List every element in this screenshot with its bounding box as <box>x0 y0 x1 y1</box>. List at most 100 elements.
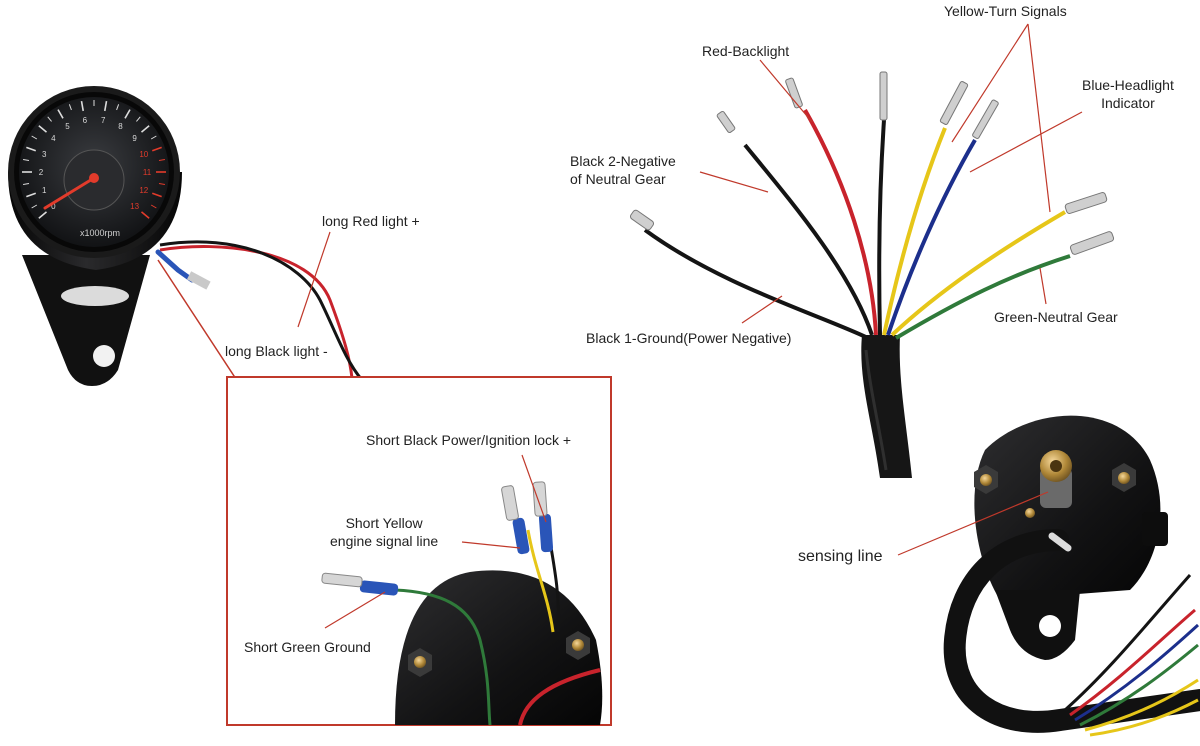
gauge-unit-text: x1000rpm <box>80 228 120 238</box>
wire-black1 <box>643 228 869 340</box>
rear-wire-yellow2 <box>1089 698 1199 737</box>
gauge-rear-view <box>897 415 1200 737</box>
leader-short-green <box>324 591 386 629</box>
label-long-black: long Black light - <box>225 343 328 359</box>
gauge-tick <box>140 125 150 133</box>
gauge-number: 9 <box>132 134 137 143</box>
inner-red-wire <box>518 668 601 726</box>
gauge-number: 2 <box>39 168 44 177</box>
gauge-tick <box>23 159 30 162</box>
sheath-highlight <box>864 349 888 471</box>
term-blue <box>972 99 999 139</box>
cable-clip <box>1048 532 1072 552</box>
gauge-number: 12 <box>139 186 148 195</box>
rear-bracket <box>995 590 1080 660</box>
term-yellow1 <box>939 81 969 125</box>
green-terminal <box>321 572 363 588</box>
gauge-number: 8 <box>118 122 123 131</box>
short-connector <box>155 249 195 283</box>
rear-bolt-small <box>1025 508 1035 518</box>
gauge-tick <box>158 182 165 185</box>
label-red-backlight: Red-Backlight <box>702 43 790 59</box>
gauge-number: 11 <box>143 168 152 177</box>
rear-wire-yellow <box>1084 678 1199 732</box>
gauge-number: 3 <box>42 150 47 159</box>
leader-green-neutral <box>1039 267 1047 305</box>
short-green-wire <box>394 588 492 726</box>
term-black2 <box>716 110 736 134</box>
gauge-tick <box>26 192 37 198</box>
gauge-tick <box>26 146 37 152</box>
label-black1: Black 1-Ground(Power Negative) <box>586 330 792 346</box>
gauge-ticks <box>22 100 166 219</box>
rear-wire-red <box>1069 608 1196 717</box>
bracket-hole <box>93 345 115 367</box>
gauge-tick <box>103 100 108 112</box>
leader-blue-headlight <box>969 111 1083 173</box>
wire-red <box>803 109 878 336</box>
wire-blue <box>886 138 977 336</box>
wire-harness <box>629 23 1115 478</box>
label-long-red: long Red light + <box>322 213 420 229</box>
gauge-number: 1 <box>42 186 47 195</box>
rear-wire-blue <box>1074 623 1200 722</box>
term-black3 <box>879 71 888 121</box>
label-yellow-turn: Yellow-Turn Signals <box>944 3 1067 19</box>
black-terminal <box>532 481 548 517</box>
gauge-tick <box>151 192 162 198</box>
yellow-terminal <box>501 485 519 521</box>
yellow-connector <box>512 517 530 555</box>
short-yellow-wire <box>526 529 555 633</box>
gauge-number: 0 <box>51 202 56 211</box>
callout-detail <box>226 376 612 726</box>
rear-bolt-right-nut <box>1118 472 1130 484</box>
rear-bracket-hole <box>1039 615 1061 637</box>
gauge-tick <box>38 125 48 133</box>
gauge-tick <box>57 109 64 119</box>
wire-yellow1 <box>882 127 947 336</box>
gauge-tick <box>151 146 162 152</box>
gauge-long-wires <box>155 240 364 381</box>
gauge-number: 7 <box>101 116 106 125</box>
gauge-tick <box>47 116 52 122</box>
label-short-green: Short Green Ground <box>244 639 371 655</box>
gauge-tick <box>150 204 157 209</box>
label-blue-headlight: Blue-Headlight Indicator <box>1082 77 1174 111</box>
term-yellow2 <box>1064 192 1108 214</box>
gauge-tick <box>158 159 165 162</box>
leader-black2 <box>699 171 769 193</box>
leader-long-red <box>297 231 331 328</box>
gauge-tick <box>136 116 141 122</box>
gauge-number: 13 <box>130 202 139 211</box>
gauge-tick <box>31 204 38 209</box>
black-connector <box>538 513 554 553</box>
bolt-left-nut <box>414 656 426 668</box>
leader-short-black <box>521 454 547 523</box>
wire-yellow2 <box>890 210 1067 337</box>
rear-wire-black <box>1064 574 1192 712</box>
label-short-black: Short Black Power/Ignition lock + <box>366 432 572 448</box>
gauge-number: 6 <box>83 116 88 125</box>
gauge-number: 5 <box>65 122 70 131</box>
harness-sheath <box>861 335 912 478</box>
leader-red-backlight <box>759 59 813 123</box>
rear-cable-loop <box>943 529 1200 733</box>
term-black1 <box>629 209 655 231</box>
long-red-wire <box>159 245 354 379</box>
spade-terminal <box>186 271 211 290</box>
gauge-tick <box>38 211 48 219</box>
label-green-neutral: Green-Neutral Gear <box>994 309 1118 325</box>
sensor-hole <box>1050 460 1062 472</box>
leader-sensing <box>897 491 1049 556</box>
green-connector <box>359 580 399 596</box>
rear-wire-green <box>1079 643 1199 727</box>
needle-center <box>89 173 99 183</box>
gauge-tick <box>31 135 38 140</box>
rear-connector-block <box>1142 512 1168 546</box>
gauge-tick <box>68 104 72 111</box>
gauge-tick <box>150 135 157 140</box>
leader-black1 <box>741 295 783 324</box>
